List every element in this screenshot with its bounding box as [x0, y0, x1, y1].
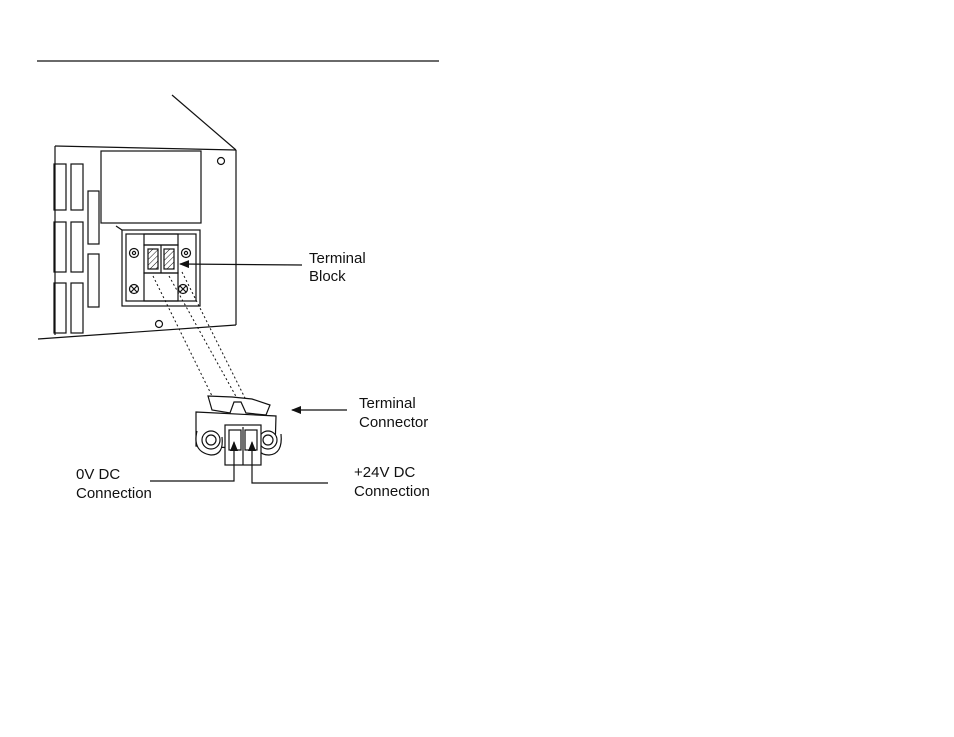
terminal-connector-label-line2: Connector	[359, 414, 428, 431]
zero-v-dc-label-line2: Connection	[76, 485, 152, 502]
plus-24v-dc-label-line2: Connection	[354, 483, 430, 500]
terminal-block-label-line1: Terminal	[309, 250, 366, 267]
terminal-connector-label-line1: Terminal	[359, 395, 416, 412]
ventilation-slots	[54, 164, 99, 333]
device-chassis	[38, 95, 236, 339]
zero-v-dc-label: 0V DC Connection	[76, 466, 152, 502]
terminal-connector	[196, 396, 281, 465]
terminal-connector-label: Terminal Connector	[359, 395, 428, 431]
terminal-block-leader	[180, 264, 302, 265]
connection-guide-lines	[153, 272, 245, 400]
terminal-block-label-line2: Block	[309, 268, 346, 285]
zero-v-dc-label-line1: 0V DC	[76, 466, 120, 483]
terminal-block-label: Terminal Block	[309, 250, 370, 285]
terminal-block	[116, 226, 200, 306]
plus-24v-dc-label-line1: +24V DC	[354, 464, 415, 481]
plus-24v-dc-label: +24V DC Connection	[354, 464, 430, 500]
